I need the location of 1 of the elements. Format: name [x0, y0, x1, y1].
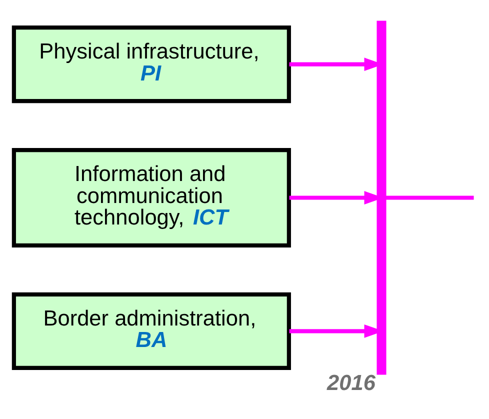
node-label: 2016: [327, 370, 376, 395]
